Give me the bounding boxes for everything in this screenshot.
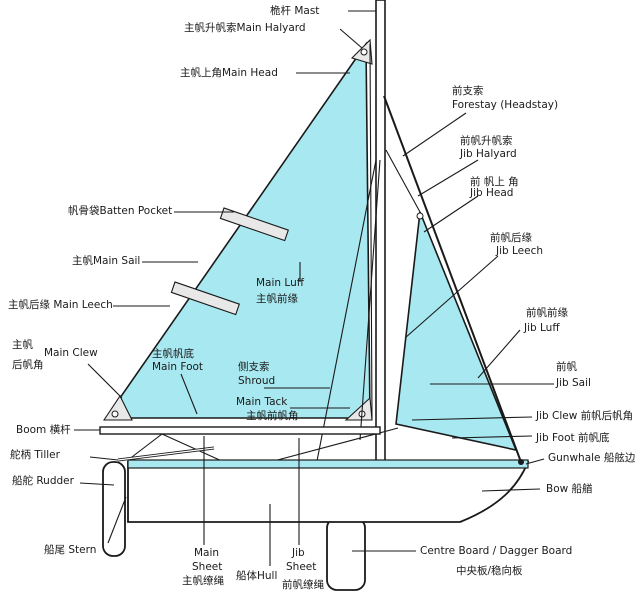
label-main-tack-en: Main Tack xyxy=(236,396,288,408)
main-clew-cringle xyxy=(111,410,119,418)
hull xyxy=(127,461,530,523)
label-shroud-en: Shroud xyxy=(238,375,275,387)
label-jib-luff-en: Jib Luff xyxy=(523,322,560,334)
label-main-head: 主帆上角Main Head xyxy=(180,66,278,79)
label-tiller: 舵柄 Tiller xyxy=(10,448,61,461)
label-bow: Bow 船艏 xyxy=(546,482,593,495)
label-jib-leech-en: Jib Leech xyxy=(495,245,543,257)
jib-sail xyxy=(395,211,518,452)
main-tack-patch xyxy=(344,396,373,421)
label-boom: Boom 横杆 xyxy=(16,423,71,436)
label-mast: 桅杆 Mast xyxy=(270,4,319,17)
label-rudder: 船舵 Rudder xyxy=(12,474,75,487)
tiller-core xyxy=(117,447,215,461)
rudder-blade xyxy=(102,461,126,557)
label-main-clew-cn2: 后帆角 xyxy=(12,358,44,371)
label-main-leech: 主帆后缘 Main Leech xyxy=(8,298,113,311)
centre-board xyxy=(326,517,366,591)
main-halyard xyxy=(369,43,373,421)
label-jib-luff-cn: 前帆前缘 xyxy=(526,306,568,319)
label-jib-sheet-cn: 前帆缭绳 xyxy=(282,578,324,591)
label-main-tack-cn: 主帆前帆角 xyxy=(246,409,299,422)
label-jib-foot: Jib Foot 前帆底 xyxy=(535,431,610,444)
label-jib-sail-en: Jib Sail xyxy=(555,377,591,389)
label-main-clew-en: Main Clew xyxy=(44,347,98,359)
shroud-2 xyxy=(359,159,381,441)
label-main-luff-cn: 主帆前缘 xyxy=(256,292,298,305)
label-jib-sheet-en2: Sheet xyxy=(286,561,316,573)
label-stern: 船尾 Stern xyxy=(44,543,96,556)
label-jib-head-en: Jib Head xyxy=(469,187,513,199)
label-gunwhale: Gunwhale 船舷边 xyxy=(548,451,636,464)
gunwhale-strip xyxy=(127,459,529,469)
mast xyxy=(375,0,386,463)
label-jib-halyard-en: Jib Halyard xyxy=(459,148,517,160)
label-main-foot-en: Main Foot xyxy=(152,361,203,373)
label-jib-sheet-en1: Jib xyxy=(291,547,305,559)
label-main-sail: 主帆Main Sail xyxy=(72,254,140,267)
main-head-cringle xyxy=(360,48,368,56)
label-jib-clew: Jib Clew 前帆后帆角 xyxy=(535,409,633,422)
label-forestay-cn: 前支索 xyxy=(452,84,484,97)
label-jib-leech-cn: 前帆后缘 xyxy=(490,231,532,244)
label-forestay-en: Forestay (Headstay) xyxy=(452,99,558,111)
label-batten-pocket: 帆骨袋Batten Pocket xyxy=(68,204,172,217)
label-main-halyard: 主帆升帆索Main Halyard xyxy=(184,21,306,34)
forestay xyxy=(383,95,522,463)
label-main-foot-cn: 主帆帆底 xyxy=(152,347,194,360)
label-centre-board-en: Centre Board / Dagger Board xyxy=(420,545,572,557)
label-jib-halyard-cn: 前帆升帆索 xyxy=(460,134,513,147)
label-shroud-cn: 侧支索 xyxy=(238,360,270,373)
bow-fitting xyxy=(518,459,524,465)
label-hull: 船体Hull xyxy=(236,569,277,582)
label-main-luff-en: Main Luff xyxy=(256,277,305,289)
leader-lines xyxy=(74,10,554,566)
main-sheet xyxy=(127,433,225,463)
label-jib-sail-cn: 前帆 xyxy=(556,360,577,373)
label-jib-head-cn: 前 帆上 角 xyxy=(470,175,519,188)
label-main-sheet-en1: Main xyxy=(194,547,219,559)
boom xyxy=(99,426,381,435)
label-main-clew-cn1: 主帆 xyxy=(12,338,33,351)
batten-pocket-upper xyxy=(219,207,289,242)
jib-halyard xyxy=(385,149,421,213)
label-centre-board-cn: 中央板/稳向板 xyxy=(456,564,523,577)
main-sail xyxy=(104,41,371,419)
shroud xyxy=(315,159,377,467)
label-main-sheet-en2: Sheet xyxy=(192,561,222,573)
batten-pocket-lower xyxy=(170,281,240,316)
jib-head-cringle xyxy=(416,212,424,220)
main-clew-patch xyxy=(102,394,133,421)
label-main-sheet-cn: 主帆缭绳 xyxy=(182,574,224,587)
